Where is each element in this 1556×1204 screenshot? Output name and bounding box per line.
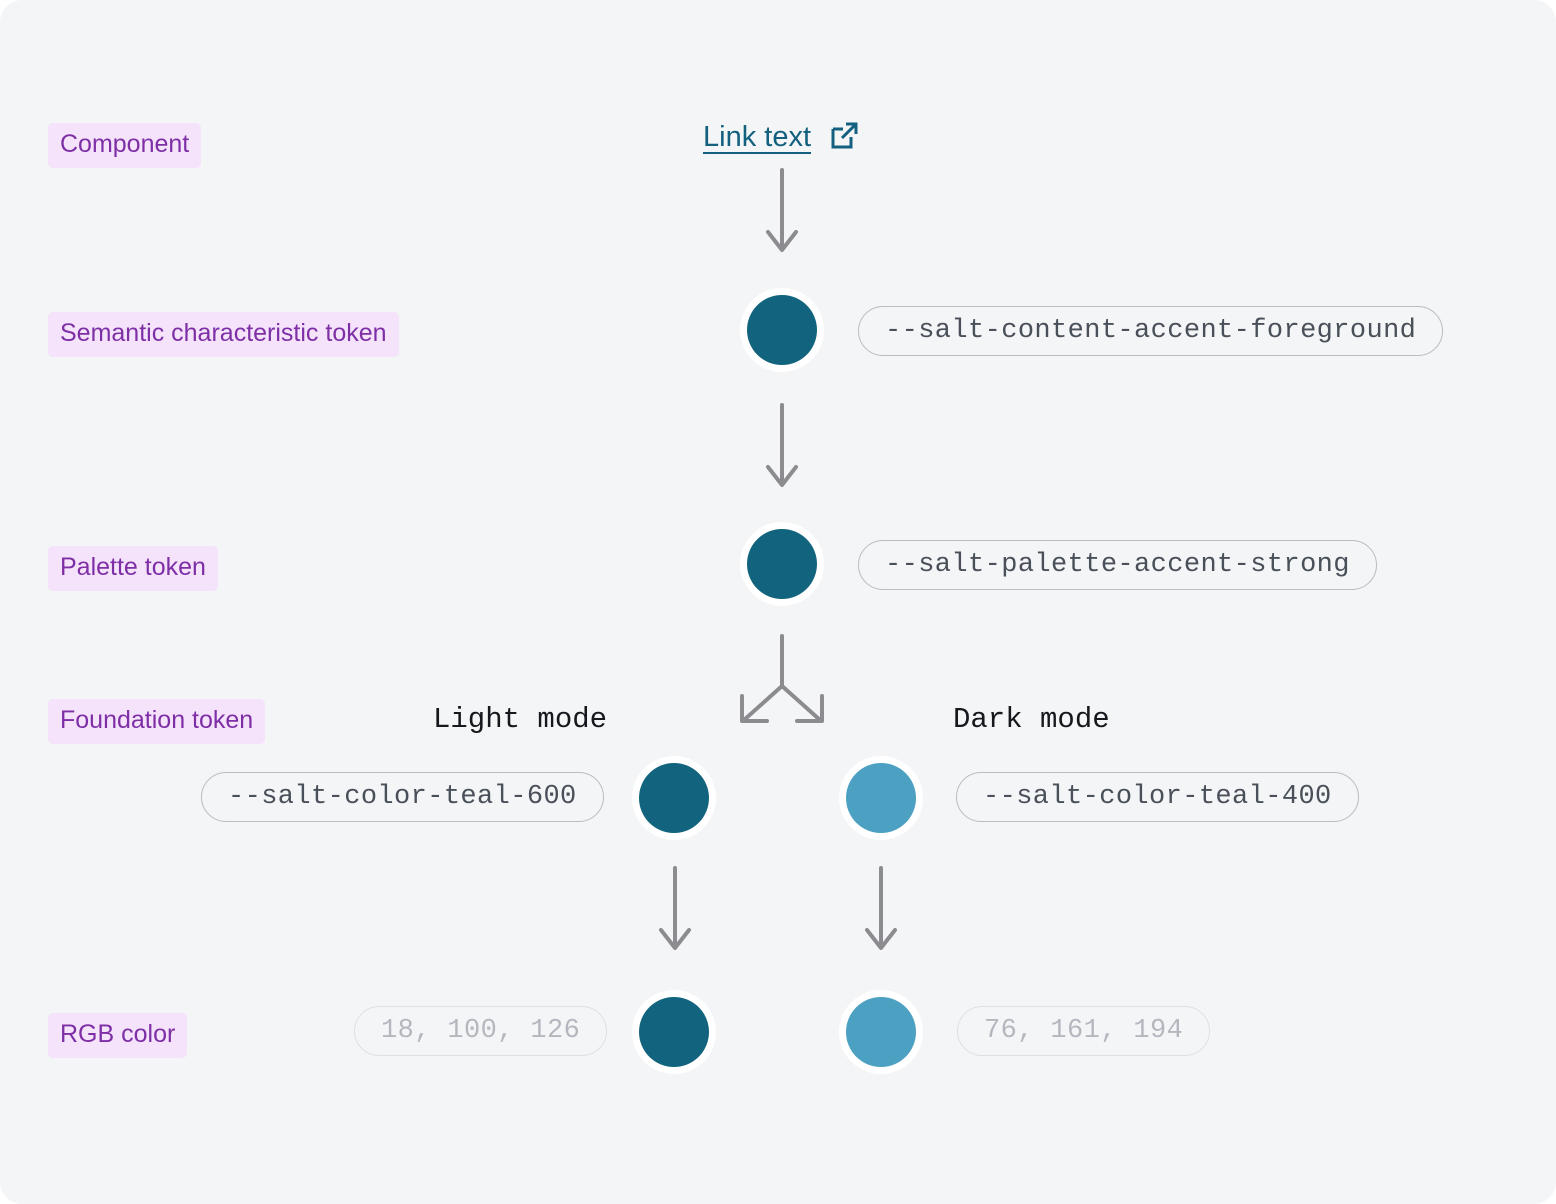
- token-pill-semantic: --salt-content-accent-foreground: [858, 306, 1444, 356]
- token-pill-light-foundation: --salt-color-teal-600: [201, 772, 604, 822]
- link-row: Link text: [703, 120, 859, 155]
- rgb-pill-dark: 76, 161, 194: [957, 1006, 1211, 1056]
- rgb-pill-light: 18, 100, 126: [354, 1006, 608, 1056]
- external-link-icon[interactable]: [829, 120, 859, 155]
- category-label-foundation-token: Foundation token: [48, 699, 266, 744]
- category-label-rgb-color: RGB color: [48, 1013, 188, 1058]
- arrow-dark-foundation-to-rgb: [865, 866, 897, 950]
- swatch-palette-token: [740, 522, 824, 606]
- arrow-component-to-semantic: [766, 168, 798, 252]
- swatch-light-rgb: [632, 990, 716, 1074]
- token-pill-palette: --salt-palette-accent-strong: [858, 540, 1377, 590]
- swatch-semantic-token: [740, 288, 824, 372]
- swatch-dark-rgb: [839, 990, 923, 1074]
- swatch-color-fill: [747, 295, 817, 365]
- arrow-palette-branch: [740, 634, 824, 723]
- swatch-color-fill: [747, 529, 817, 599]
- swatch-color-fill: [639, 997, 709, 1067]
- swatch-color-fill: [846, 763, 916, 833]
- token-pill-dark-foundation: --salt-color-teal-400: [956, 772, 1359, 822]
- category-label-semantic-characteristic-token: Semantic characteristic token: [48, 312, 399, 357]
- arrow-light-foundation-to-rgb: [659, 866, 691, 950]
- mode-label-dark: Dark mode: [953, 703, 1110, 736]
- swatch-color-fill: [639, 763, 709, 833]
- arrow-semantic-to-palette: [766, 403, 798, 487]
- swatch-dark-foundation: [839, 756, 923, 840]
- swatch-light-foundation: [632, 756, 716, 840]
- category-label-palette-token: Palette token: [48, 546, 218, 591]
- link-text[interactable]: Link text: [703, 121, 811, 153]
- swatch-color-fill: [846, 997, 916, 1067]
- category-label-component: Component: [48, 123, 202, 168]
- mode-label-light: Light mode: [433, 703, 608, 736]
